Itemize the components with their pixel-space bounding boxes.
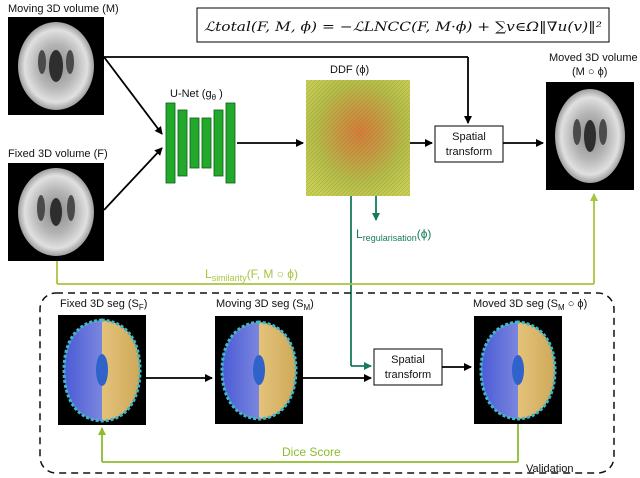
spatial-transform-top-line1: Spatial: [452, 131, 486, 143]
fixed-seg-label: Fixed 3D seg (SF): [60, 298, 147, 312]
moved-volume-image: [546, 82, 634, 190]
moving-volume-label: Moving 3D volume (M): [8, 3, 119, 15]
fixed-volume-image: [8, 163, 104, 261]
ddf-image: [306, 80, 410, 196]
spatial-transform-bottom-line2: transform: [385, 369, 431, 381]
spatial-transform-top-line2: transform: [446, 146, 492, 158]
loss-formula-box: [196, 7, 610, 43]
validation-label: Validation: [526, 463, 574, 475]
moved-seg-label: Moved 3D seg (SM ○ ϕ): [473, 298, 587, 312]
moved-seg-image: [474, 316, 562, 424]
validation-region: [39, 292, 615, 474]
spatial-transform-top-box: [434, 125, 504, 163]
ddf-label: DDF (ϕ): [330, 64, 369, 76]
dice-score-label: Dice Score: [282, 445, 341, 459]
regularisation-loss-label: Lregularisation(ϕ): [356, 227, 431, 243]
spatial-transform-bottom-line1: Spatial: [391, 354, 425, 366]
moving-volume-image: [8, 17, 104, 115]
arrow-fixed-to-unet: [103, 147, 163, 211]
similarity-loss-label: Lsimilarity(F, M ○ ϕ): [205, 267, 298, 283]
unet-block: [165, 102, 236, 184]
moving-seg-image: [215, 316, 303, 424]
moved-volume-label-line1: Moved 3D volume: [549, 52, 638, 64]
fixed-volume-label: Fixed 3D volume (F): [8, 148, 108, 160]
arrow-moving-to-unet: [103, 56, 163, 135]
unet-label: U-Net (gθ ): [170, 88, 223, 102]
fixed-seg-image: [58, 315, 146, 425]
moved-volume-label-line2: (M ○ ϕ): [572, 66, 607, 78]
loss-formula: ℒtotal(F, M, ϕ) = −ℒLNCC(F, M·ϕ) + ∑v∈Ω‖…: [204, 20, 602, 35]
moving-seg-label: Moving 3D seg (SM): [216, 298, 314, 312]
